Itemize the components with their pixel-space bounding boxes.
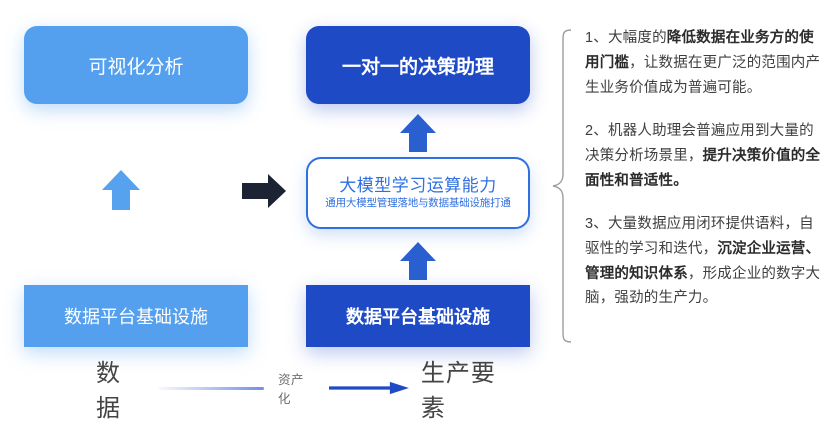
note-1-part2: ，让数据在更广泛的范围内产生业务价值成为普遍可能。 bbox=[585, 54, 821, 96]
note-2-part1: 机器人助理会普遍应用到大量的决策分析场景里， bbox=[585, 122, 814, 164]
note-item-3: 3、大量数据应用闭环提供语料，自驱性的学习和迭代，沉淀企业运营、管理的知识体系，… bbox=[585, 212, 825, 312]
box-data-platform-left-label: 数据平台基础设施 bbox=[64, 307, 208, 327]
arrow-right-icon bbox=[329, 381, 410, 395]
note-item-2: 2、机器人助理会普遍应用到大量的决策分析场景里，提升决策价值的全面性和普适性。 bbox=[585, 119, 825, 194]
box-visual-analysis[interactable]: 可视化分析 bbox=[24, 26, 248, 104]
arrow-up-icon bbox=[102, 170, 140, 210]
arrow-right-icon bbox=[242, 174, 286, 208]
note-2-index: 2、 bbox=[585, 122, 608, 139]
box-data-platform-left[interactable]: 数据平台基础设施 bbox=[24, 285, 248, 347]
note-3-part1: 大量数据应用闭环提供语料，自驱性的学习和迭代， bbox=[585, 215, 814, 257]
box-data-platform-right-label: 数据平台基础设施 bbox=[346, 307, 490, 327]
box-data-platform-right[interactable]: 数据平台基础设施 bbox=[306, 285, 530, 347]
note-1-part1: 大幅度的 bbox=[607, 30, 667, 46]
note-1-index: 1、 bbox=[585, 30, 608, 46]
box-visual-analysis-label: 可视化分析 bbox=[88, 56, 184, 78]
core-capability-subtitle: 通用大模型管理落地与数据基础设施打通 bbox=[325, 196, 511, 209]
note-3-part2: ，形成企业的数字大脑，强劲的生产力。 bbox=[585, 265, 821, 307]
legend-label-assetization: 资产化 bbox=[278, 373, 305, 406]
legend: 数据 资产化 生产要素 bbox=[96, 360, 516, 422]
note-2-bold: 提升决策价值的全面性和普适性。 bbox=[585, 147, 821, 189]
box-core-capability[interactable]: 大模型学习运算能力 通用大模型管理落地与数据基础设施打通 bbox=[306, 157, 530, 229]
legend-label-data: 数据 bbox=[96, 360, 121, 422]
arrow-up-icon bbox=[400, 114, 436, 152]
box-assistant-label: 一对一的决策助理 bbox=[341, 56, 494, 78]
legend-gradient-line bbox=[157, 386, 265, 390]
note-3-bold: 沉淀企业运营、管理的知识体系 bbox=[585, 240, 821, 282]
note-item-1: 1、大幅度的降低数据在业务方的使用门槛，让数据在更广泛的范围内产生业务价值成为普… bbox=[585, 26, 825, 101]
box-one-to-one-decision-assistant[interactable]: 一对一的决策助理 bbox=[306, 26, 530, 104]
core-capability-title: 大模型学习运算能力 bbox=[339, 175, 497, 195]
note-1-bold: 降低数据在业务方的使用门槛 bbox=[585, 30, 814, 71]
notes-list: 1、大幅度的降低数据在业务方的使用门槛，让数据在更广泛的范围内产生业务价值成为普… bbox=[585, 26, 825, 311]
arrow-up-icon bbox=[400, 242, 436, 280]
legend-label-production-factor: 生产要素 bbox=[420, 360, 496, 422]
note-3-index: 3、 bbox=[585, 215, 608, 232]
curly-brace-icon bbox=[552, 29, 572, 343]
